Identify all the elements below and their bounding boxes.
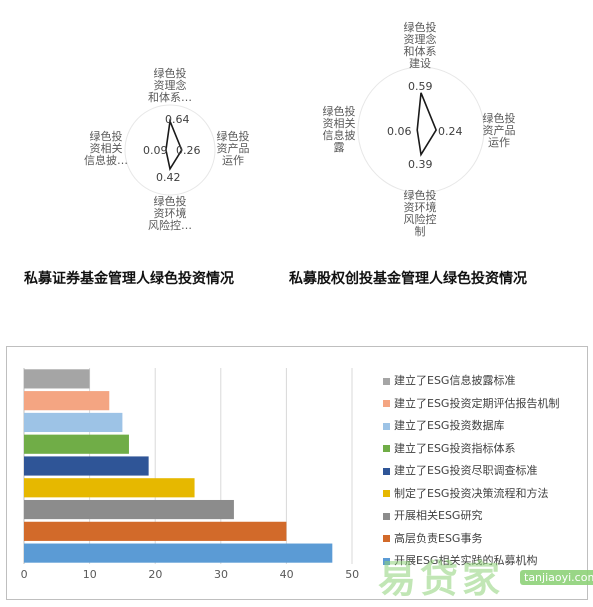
legend-swatch <box>383 467 390 475</box>
legend-swatch <box>383 445 390 452</box>
radar2-axis-bottom: 绿色投 资环境 风险控 制 <box>403 189 437 238</box>
bar-8 <box>24 521 287 541</box>
radar2-value-right: 0.24 <box>438 125 463 138</box>
legend-label: 建立了ESG投资数据库 <box>394 419 505 432</box>
radar-series-shape <box>165 118 183 172</box>
bar-chart-frame <box>6 346 588 600</box>
radar-chart-equity <box>357 66 485 194</box>
legend-item: 开展ESG相关实践的私募机构 <box>383 552 537 568</box>
legend-item: 建立了ESG投资尽职调查标准 <box>383 462 537 478</box>
radar1-value-right: 0.26 <box>176 144 201 157</box>
legend-label: 开展相关ESG研究 <box>394 509 483 522</box>
radar-grid-circle <box>124 104 216 196</box>
bar-1 <box>24 369 90 389</box>
radar-grid-circle <box>357 66 485 194</box>
radar2-caption: 私募股权创投基金管理人绿色投资情况 <box>289 271 527 287</box>
bar-6 <box>24 478 195 498</box>
bar-3 <box>24 412 123 433</box>
radar1-value-left: 0.09 <box>143 144 168 157</box>
radar1-axis-top: 绿色投 资理念 和体系… <box>148 67 192 104</box>
radar2-axis-right: 绿色投 资产品 运作 <box>482 112 516 149</box>
bar-9 <box>24 543 333 563</box>
legend-item: 建立了ESG投资指标体系 <box>383 440 515 456</box>
bar-2 <box>24 391 110 411</box>
bar-x-tick-label: 40 <box>279 568 294 581</box>
radar1-axis-right: 绿色投 资产品 运作 <box>216 130 250 167</box>
bar-x-tick-label: 0 <box>20 568 28 581</box>
legend-label: 建立了ESG投资指标体系 <box>394 441 516 455</box>
legend-item: 建立了ESG信息披露标准 <box>383 372 515 388</box>
radar2-value-bottom: 0.39 <box>408 158 433 171</box>
legend-item: 制定了ESG投资决策流程和方法 <box>383 485 548 501</box>
legend-label: 建立了ESG投资尽职调查标准 <box>394 464 538 477</box>
legend-item: 建立了ESG投资定期评估报告机制 <box>383 395 559 411</box>
radar-chart-securities <box>124 104 216 196</box>
bar-5 <box>24 456 149 476</box>
legend-label: 开展ESG相关实践的私募机构 <box>394 554 538 567</box>
watermark-text: 易贷家 <box>378 557 505 601</box>
legend-item: 高层负责ESG事务 <box>383 530 482 546</box>
legend-swatch <box>383 490 390 497</box>
bar-legend: 建立了ESG信息披露标准建立了ESG投资定期评估报告机制建立了ESG投资数据库建… <box>383 372 583 572</box>
legend-swatch <box>383 557 390 565</box>
radar2-axis-top: 绿色投 资理念 和体系 建设 <box>403 21 437 70</box>
legend-label: 制定了ESG投资决策流程和方法 <box>394 486 549 500</box>
radar2-value-top: 0.59 <box>408 80 433 93</box>
bar-chart <box>23 368 353 564</box>
legend-label: 高层负责ESG事务 <box>394 531 483 545</box>
bar-x-tick-label: 10 <box>82 568 97 581</box>
radar1-value-top: 0.64 <box>165 113 190 126</box>
legend-swatch <box>383 422 390 430</box>
legend-item: 开展相关ESG研究 <box>383 507 482 523</box>
radar1-axis-left: 绿色投 资相关 信息披… <box>84 130 128 167</box>
legend-swatch <box>383 400 390 407</box>
radar2-axis-left: 绿色投 资相关 信息披 露 <box>322 105 356 154</box>
legend-swatch <box>383 512 390 520</box>
legend-item: 建立了ESG投资数据库 <box>383 417 504 433</box>
legend-label: 建立了ESG信息披露标准 <box>394 374 516 387</box>
radar1-axis-bottom: 绿色投 资环境 风险控… <box>148 195 192 232</box>
watermark-url-wrap: tanjiaoyi.com <box>520 566 593 585</box>
legend-label: 建立了ESG投资定期评估报告机制 <box>394 396 560 410</box>
bar-7 <box>24 499 234 520</box>
bar-4 <box>24 434 129 454</box>
radar-series-shape <box>416 92 438 157</box>
radar1-value-bottom: 0.42 <box>156 171 181 184</box>
bar-x-tick-label: 50 <box>345 568 360 581</box>
bar-x-ticks: 0 10 20 30 40 50 <box>0 568 380 584</box>
bar-x-tick-label: 30 <box>214 568 228 581</box>
radar1-caption: 私募证券基金管理人绿色投资情况 <box>24 271 234 287</box>
legend-swatch <box>383 377 390 385</box>
watermark-logo: 易贷家 <box>378 548 504 603</box>
bar-x-tick-label: 20 <box>148 568 163 581</box>
watermark-url: tanjiaoyi.com <box>520 570 593 585</box>
legend-swatch <box>383 535 390 542</box>
radar2-value-left: 0.06 <box>387 125 412 138</box>
